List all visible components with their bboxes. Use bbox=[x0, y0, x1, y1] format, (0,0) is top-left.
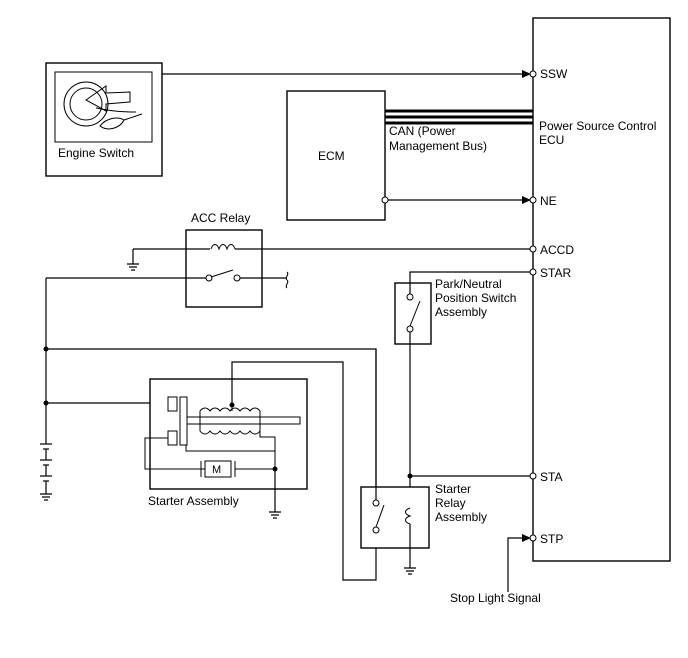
pn-switch-label-line3: Assembly bbox=[435, 305, 487, 319]
acc-relay-label: ACC Relay bbox=[191, 211, 250, 225]
starter-assembly: Starter Assembly M bbox=[144, 361, 377, 581]
pin-ssw: SSW bbox=[540, 67, 568, 81]
acc-relay: ACC Relay bbox=[185, 211, 263, 308]
starter-assembly-label: Starter Assembly bbox=[148, 494, 239, 508]
can-bus: CAN (Power Management Bus) bbox=[385, 109, 533, 153]
pn-switch-label-line2: Position Switch bbox=[435, 291, 516, 305]
motor-label: M bbox=[212, 464, 221, 476]
pin-sta: STA bbox=[540, 470, 562, 484]
battery-symbol bbox=[40, 443, 52, 501]
starter-relay-label-line3: Assembly bbox=[435, 510, 487, 524]
pin-accd: ACCD bbox=[540, 243, 574, 257]
engine-switch-label: Engine Switch bbox=[58, 146, 134, 160]
ecu-label-line1: Power Source Control bbox=[539, 119, 656, 133]
stop-light-signal-label: Stop Light Signal bbox=[450, 591, 541, 605]
ecu-label-line2: ECU bbox=[539, 133, 564, 147]
can-label-line2: Management Bus) bbox=[389, 139, 487, 153]
pn-switch-label-line1: Park/Neutral bbox=[435, 277, 502, 291]
engine-switch: Engine Switch bbox=[45, 62, 163, 177]
park-neutral-position-switch: Park/Neutral Position Switch Assembly bbox=[394, 277, 516, 345]
pin-ne: NE bbox=[540, 194, 557, 208]
push-button-icon bbox=[63, 81, 143, 130]
starter-relay-assembly: Starter Relay Assembly bbox=[360, 482, 487, 549]
pin-star: STAR bbox=[540, 266, 571, 280]
starter-relay-label-line1: Starter bbox=[435, 482, 471, 496]
pin-stp: STP bbox=[540, 532, 563, 546]
power-source-control-ecu: Power Source Control ECU SSW NE ACCD STA… bbox=[529, 17, 671, 562]
starter-relay-label-line2: Relay bbox=[435, 496, 466, 510]
ecm-label: ECM bbox=[318, 149, 345, 163]
can-label-line1: CAN (Power bbox=[389, 124, 456, 138]
ecm: ECM bbox=[286, 90, 389, 221]
